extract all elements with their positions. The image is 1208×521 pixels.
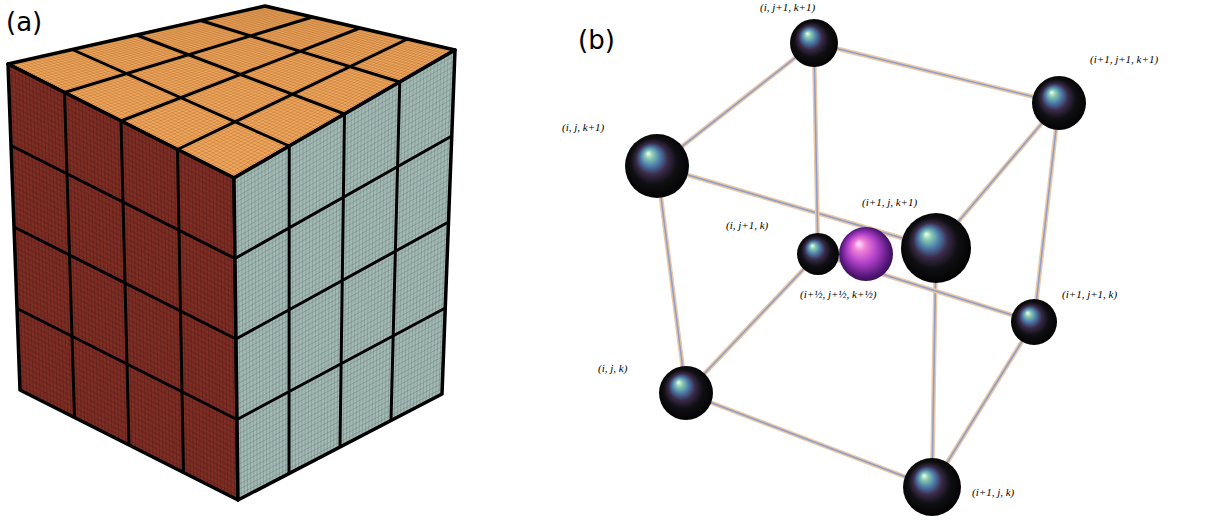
grid-node-sphere [625,134,689,198]
cell-edges [657,43,1059,487]
grid-node-sphere [790,19,838,67]
cell-edge [932,322,1034,487]
grid-index-label: (i+1, j+1, k+1) [1090,53,1158,66]
face-border [8,64,238,500]
cell-edge-core [1034,103,1059,322]
cell-edge-core [657,166,936,248]
cell-edge [686,393,932,487]
panel-label: (a) [6,8,42,38]
grid-node-sphere [903,458,961,516]
cell-edge [1034,103,1059,322]
fine-mesh [234,52,455,498]
cell-edge-core [686,393,932,487]
cell-edge [932,248,936,487]
cell-edge-core [814,43,818,254]
grid-index-label: (i+1, j, k) [972,486,1014,499]
cell-edge [657,166,686,393]
grid-node-sphere [1011,299,1057,345]
cell-edge-core [686,254,818,393]
meshed-cube [8,6,455,500]
cell-edge [814,43,1059,103]
face-fill [8,64,238,500]
cell-edge-core [814,43,1059,103]
block-boundary [11,93,237,473]
cell-edge [657,166,936,248]
grid-index-label: (i, j+1, k) [726,219,768,232]
grid-index-label: (i+1, j, k+1) [862,196,917,209]
grid-index-label: (i+½, j+½, k+½) [800,288,876,301]
cell-edge-core [657,166,686,393]
grid-node-sphere [659,366,713,420]
grid-index-label: (i+1, j+1, k) [1062,288,1117,301]
cell-edge-core [932,248,936,487]
cube-right-face [234,50,455,500]
grid-index-label: (i, j+1, k+1) [760,1,815,14]
cube-left-face [8,64,238,500]
spheres [625,19,1086,516]
block-boundary [235,82,452,474]
lattice-cell [625,19,1086,516]
grid-index-label: (i, j, k+1) [562,121,604,134]
cell-edge-core [932,322,1034,487]
grid-node-sphere [1032,76,1086,130]
fine-mesh [8,66,238,499]
panel-label: (b) [578,26,615,56]
cell-centre-sphere [839,227,893,281]
face-border [234,50,455,500]
cell-edge [686,254,818,393]
grid-node-sphere [797,233,839,275]
grid-index-label: (i, j, k) [598,362,627,375]
cell-edge [814,43,818,254]
grid-node-sphere [901,213,971,283]
face-fill [234,50,455,500]
